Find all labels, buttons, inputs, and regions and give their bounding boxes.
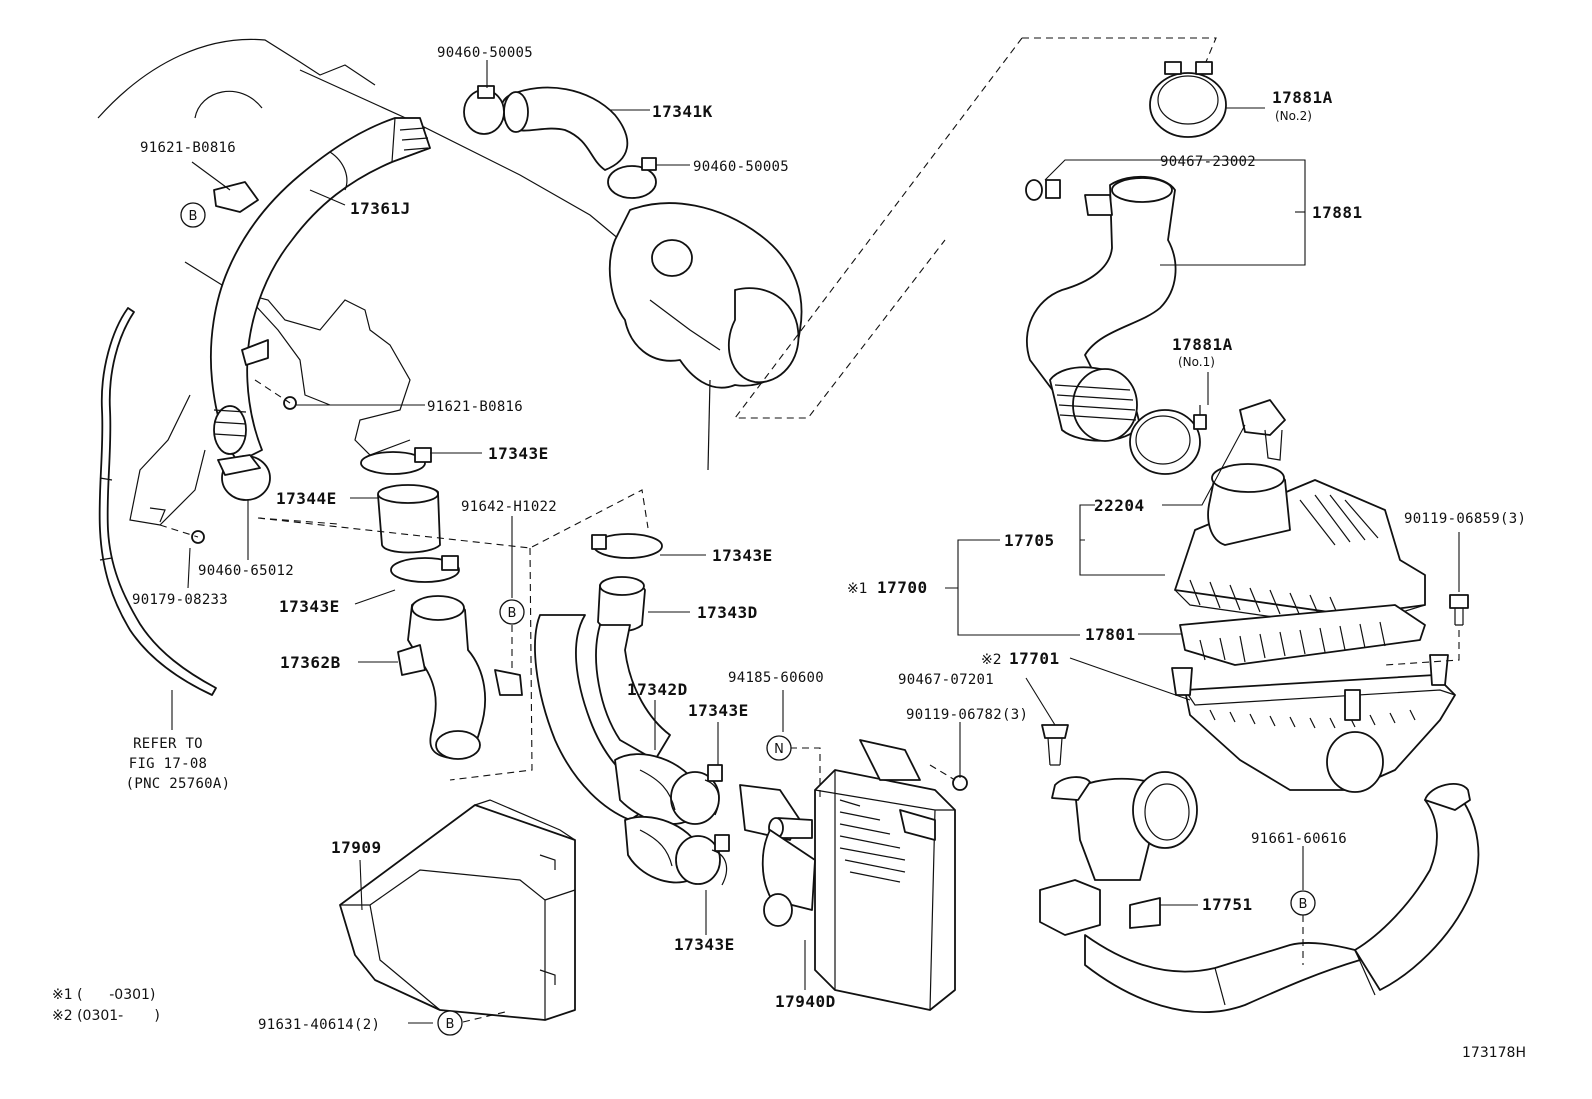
part-17361J-pipe [209,117,431,501]
label-17362B: 17362B [280,653,341,672]
part-17701-cleaner-case [1171,654,1456,793]
label-90119-06859: 90119-06859(3) [1404,511,1526,527]
label-17881A-mid-sub: (No.1) [1178,355,1215,369]
part-17881-hose [1025,175,1177,442]
clamp-17343E-c [390,555,460,583]
label-90179-08233: 90179-08233 [132,592,228,608]
part-17801-filter [1179,604,1426,666]
label-91661-60616: 91661-60616 [1251,831,1347,847]
part-22204-sensor [1239,399,1286,461]
footnote-2: ※2 (0301- ) [52,1008,160,1024]
guide-dashed-middle [257,489,649,781]
label-91631-40614: 91631-40614(2) [258,1017,380,1033]
turbocharger [608,202,803,471]
label-17361J: 17361J [350,199,411,218]
clamp-17343E-e [711,834,730,886]
label-17881A-mid: 17881A [1172,335,1233,354]
label-90119-06782: 90119-06782(3) [906,707,1028,723]
label-90460-50005-a: 90460-50005 [437,45,533,61]
label-91621-B0816-b: 91621-B0816 [427,399,523,415]
label-90467-07201: 90467-07201 [898,672,994,688]
footnotes: ※1 ( -0301) ※2 (0301- ) [52,987,160,1024]
part-17362B-pipe [397,595,523,760]
bolt-90467-07201 [1041,724,1069,766]
figure-id: 173178H [1462,1045,1526,1061]
part-17341K-hose [500,86,629,171]
leader-lines [171,60,1460,1024]
label-91642-H1022: 91642-H1022 [461,499,557,515]
label-17909: 17909 [331,838,382,857]
part-17909-duct [339,799,576,1021]
part-17705-cleaner-cap [1174,463,1426,629]
marker-b-2: B [499,599,525,625]
clamp-17343E-a [360,447,432,475]
label-17801: 17801 [1085,625,1136,644]
label-90460-50005-b: 90460-50005 [693,159,789,175]
label-17940D: 17940D [775,992,836,1011]
vacuum-hose [98,307,217,696]
clamp-17343E-b [591,533,663,559]
guide-dashed-turbo [733,37,1217,419]
label-17344E: 17344E [276,489,337,508]
clamp-90460-50005-lower [607,157,657,199]
refer-note: REFER TO FIG 17-08 (PNC 25760A) [126,736,231,792]
marker-n: N [766,735,792,761]
marker-b-4: B [1290,890,1316,916]
label-17705: 17705 [1004,531,1055,550]
label-17881A-top: 17881A [1272,88,1333,107]
label-17343E-c: 17343E [279,597,340,616]
bolt-90119-06859 [1384,594,1469,666]
label-17701: 17701 [1009,649,1060,668]
bolt-90119-06782 [929,764,968,791]
label-90467-23002: 90467-23002 [1160,154,1256,170]
part-17881A-no1-clamp [1129,405,1207,475]
label-94185-60600: 94185-60600 [728,670,824,686]
svg-text:B: B [446,1017,455,1032]
svg-text:B: B [508,606,517,621]
label-17343D: 17343D [697,603,758,622]
part-17751-pipe [1039,771,1480,1013]
marker-b-3: B [437,1010,463,1036]
label-17700: 17700 [877,578,928,597]
label-90460-65012: 90460-65012 [198,563,294,579]
refer-line-1: REFER TO [133,736,203,752]
part-17881A-no2-clamp [1149,61,1227,138]
part-17343D-hose [597,576,646,632]
label-17751: 17751 [1202,895,1253,914]
engine-outline [97,38,621,456]
label-17341K: 17341K [652,102,713,121]
refer-line-2: FIG 17-08 [129,756,208,772]
bracket-left [129,379,297,544]
clamp-90460-50005-top [463,85,505,135]
part-labels: 90460-50005 17341K 90460-50005 91621-B08… [132,45,1526,1033]
label-17342D: 17342D [627,680,688,699]
label-17881A-top-sub: (No.2) [1275,109,1312,123]
svg-text:N: N [774,742,784,757]
label-17700-mark: ※1 [847,581,868,597]
label-17343E-a: 17343E [488,444,549,463]
refer-line-3: (PNC 25760A) [126,776,231,792]
guide-dashed-N [790,747,821,800]
clamp-17343E-d [704,764,723,816]
svg-text:B: B [189,209,198,224]
label-17343E-d: 17343E [688,701,749,720]
label-17343E-e: 17343E [674,935,735,954]
part-17344E-hose [377,484,441,554]
label-17881: 17881 [1312,203,1363,222]
label-22204: 22204 [1094,496,1145,515]
svg-text:B: B [1299,897,1308,912]
part-17342D-hose [534,614,721,885]
part-17940D-intercooler [739,739,956,1011]
label-17701-mark: ※2 [981,652,1002,668]
marker-b-1: B [180,202,206,228]
label-17343E-b: 17343E [712,546,773,565]
label-91621-B0816-a: 91621-B0816 [140,140,236,156]
footnote-1: ※1 ( -0301) [52,987,155,1003]
